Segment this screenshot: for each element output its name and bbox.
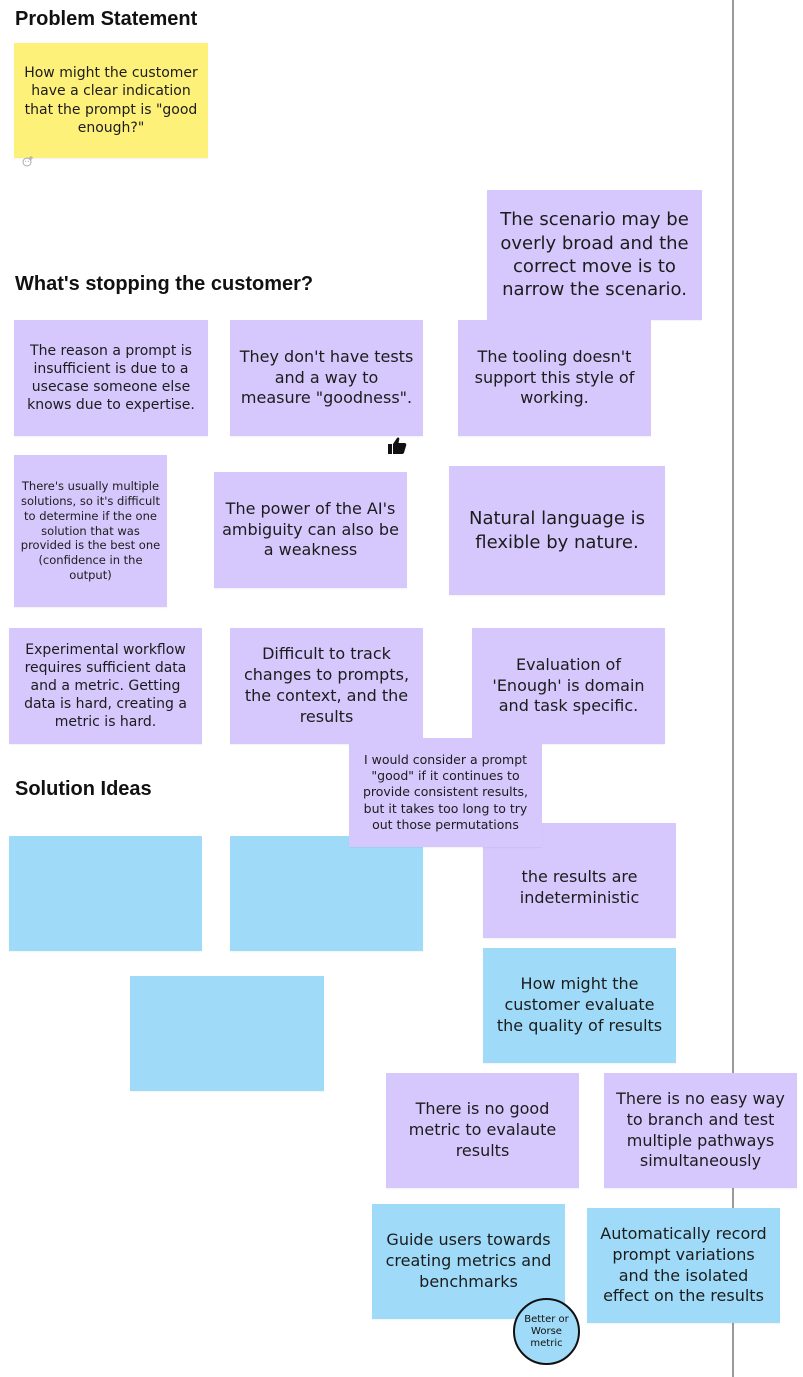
sticky-note-text: The tooling doesn't support this style o…: [474, 346, 635, 408]
sticky-note-text: the results are indeterministic: [519, 866, 640, 907]
sticky-note-text: There is no good metric to evalaute resu…: [408, 1099, 557, 1160]
sticky-note-text: The reason a prompt is insufficient is d…: [27, 342, 195, 414]
sticky-note-tooling[interactable]: The tooling doesn't support this style o…: [458, 320, 651, 436]
sticky-note-ambiguity[interactable]: The power of the AI's ambiguity can also…: [214, 472, 407, 588]
sticky-note-evaluate-quality[interactable]: How might the customer evaluate the qual…: [483, 948, 676, 1063]
sticky-note-text: The power of the AI's ambiguity can also…: [222, 498, 399, 560]
whats-stopping-heading: What's stopping the customer?: [15, 273, 314, 295]
sticky-note-evaluation-enough[interactable]: Evaluation of 'Enough' is domain and tas…: [472, 628, 665, 744]
sticky-note-text: There is no easy way to branch and test …: [616, 1088, 785, 1171]
sticky-note-text: Automatically record prompt variations a…: [600, 1223, 767, 1306]
thumbs-up-icon[interactable]: [387, 437, 407, 455]
sticky-note-text: Experimental workflow requires sufficien…: [24, 641, 187, 731]
sticky-note-natural-language[interactable]: Natural language is flexible by nature.: [449, 466, 665, 595]
sticky-note-text: They don't have tests and a way to measu…: [239, 346, 414, 408]
sticky-note-consistent-results[interactable]: I would consider a prompt "good" if it c…: [349, 738, 542, 847]
sticky-note-text: Guide users towards creating metrics and…: [385, 1230, 552, 1291]
problem-statement-text: How might the customer have a clear indi…: [24, 65, 198, 136]
better-or-worse-circle[interactable]: Better or Worse metric: [513, 1298, 580, 1365]
sticky-note-experimental-workflow[interactable]: Experimental workflow requires sufficien…: [9, 628, 202, 744]
solution-ideas-heading: Solution Ideas: [15, 778, 152, 800]
sticky-note-empty-3[interactable]: [130, 976, 324, 1091]
sticky-note-empty-2[interactable]: [230, 836, 423, 951]
problem-statement-note[interactable]: How might the customer have a clear indi…: [14, 43, 208, 158]
sticky-note-no-tests[interactable]: They don't have tests and a way to measu…: [230, 320, 423, 436]
sticky-note-scenario-broad[interactable]: The scenario may be overly broad and the…: [487, 190, 702, 320]
sticky-note-expertise[interactable]: The reason a prompt is insufficient is d…: [14, 320, 208, 436]
sticky-note-text: Difficult to track changes to prompts, t…: [243, 644, 410, 726]
board-divider-line: [732, 0, 734, 1377]
sticky-note-track-changes[interactable]: Difficult to track changes to prompts, t…: [230, 628, 423, 744]
sticky-note-empty-1[interactable]: [9, 836, 202, 951]
sticky-note-no-metric[interactable]: There is no good metric to evalaute resu…: [386, 1073, 579, 1188]
sticky-note-auto-record[interactable]: Automatically record prompt variations a…: [587, 1208, 780, 1323]
add-reaction-icon[interactable]: [22, 155, 34, 167]
sticky-note-text: Natural language is flexible by nature.: [468, 508, 646, 553]
sticky-note-guide-users[interactable]: Guide users towards creating metrics and…: [372, 1204, 565, 1319]
sticky-note-multiple-solutions[interactable]: There's usually multiple solutions, so i…: [14, 455, 167, 607]
sticky-note-text: Evaluation of 'Enough' is domain and tas…: [492, 654, 645, 716]
sticky-note-text: The scenario may be overly broad and the…: [500, 209, 689, 301]
circle-label: Better or Worse metric: [524, 1313, 569, 1349]
sticky-note-text: I would consider a prompt "good" if it c…: [362, 751, 529, 832]
sticky-note-no-branch[interactable]: There is no easy way to branch and test …: [604, 1073, 797, 1188]
sticky-note-text: There's usually multiple solutions, so i…: [20, 478, 161, 583]
sticky-note-text: How might the customer evaluate the qual…: [496, 974, 663, 1035]
problem-statement-heading: Problem Statement: [15, 8, 198, 30]
